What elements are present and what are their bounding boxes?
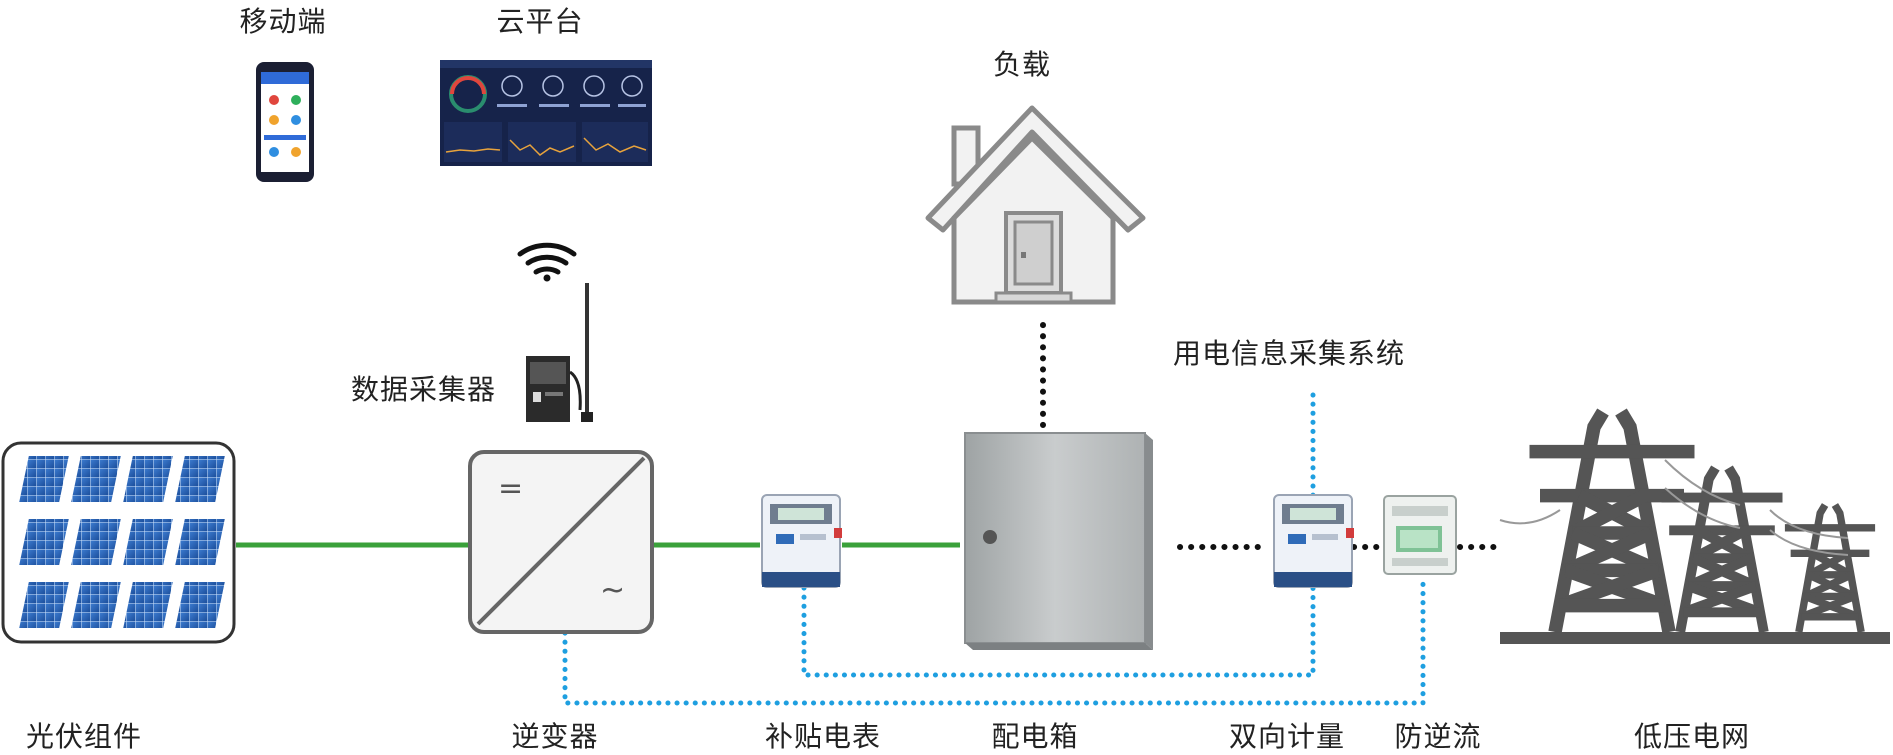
pv-panel: [16, 580, 72, 630]
inverter-ac-symbol: ~: [600, 573, 625, 608]
pv-panel: [16, 454, 72, 504]
pv-panel: [172, 517, 228, 567]
bidirectional-meter-icon: [1273, 494, 1354, 588]
transmission-tower: [1784, 503, 1876, 633]
pv-panel-array: [1, 441, 236, 644]
transmission-tower: [1661, 465, 1783, 633]
house-icon: [925, 105, 1146, 305]
pv-panel: [172, 454, 228, 504]
label-mobile: 移动端: [239, 5, 327, 38]
label-bidirectional-metering: 双向计量: [1228, 720, 1346, 753]
label-anti-backflow: 防逆流: [1394, 720, 1482, 753]
pv-panel: [172, 580, 228, 630]
cloud-dashboard: [440, 60, 652, 166]
comm-line-meters: [801, 582, 1316, 678]
label-low-voltage-grid: 低压电网: [1633, 720, 1751, 753]
pv-panel: [120, 580, 176, 630]
comm-line-inverter-antiflow: [562, 577, 1426, 706]
pv-panel: [120, 454, 176, 504]
pv-panel: [68, 580, 124, 630]
subsidy-meter-icon: [761, 494, 842, 588]
label-data-collector: 数据采集器: [351, 373, 497, 406]
pv-panel: [120, 517, 176, 567]
wifi-icon: [517, 242, 577, 282]
mobile-phone: [256, 62, 314, 182]
label-cloud-platform: 云平台: [496, 5, 584, 38]
pv-panel: [16, 517, 72, 567]
data-collector-icon: [526, 283, 593, 422]
label-pv-modules: 光伏组件: [26, 720, 143, 753]
inverter-dc-symbol: =: [498, 471, 523, 506]
transmission-tower: [1529, 408, 1695, 634]
label-inverter: 逆变器: [511, 720, 599, 753]
label-load: 负载: [992, 48, 1052, 81]
load-lines: [1040, 322, 1503, 550]
label-subsidy-meter: 补贴电表: [764, 720, 882, 753]
distribution-box-icon: [964, 432, 1153, 650]
grid-towers-icon: [1499, 408, 1890, 644]
inverter-icon: = ~: [468, 450, 654, 634]
anti-backflow-device-icon: [1383, 495, 1457, 575]
pv-panel: [68, 454, 124, 504]
pv-panel: [68, 517, 124, 567]
label-distribution-box: 配电箱: [991, 720, 1079, 753]
label-info-system: 用电信息采集系统: [1173, 337, 1406, 370]
comm-lines: [562, 392, 1426, 706]
